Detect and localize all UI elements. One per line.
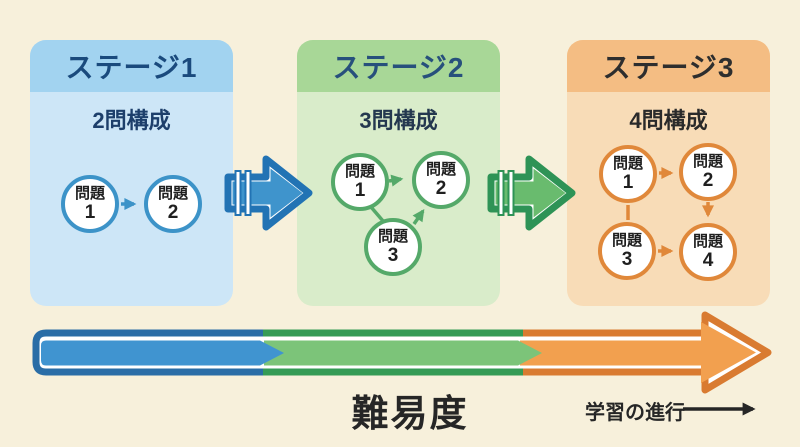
stage3-title: ステージ3 [602,52,735,83]
difficulty-bar-segment-blue [41,340,284,366]
problem-label: 問題 [74,185,105,202]
problem-label: 問題 [344,163,375,180]
difficulty-bar-segment-orange [520,322,756,383]
s3-problem1-node: 問題 1 [599,145,657,203]
problem-number: 2 [702,170,714,191]
stage3-subtitle: 4問構成 [629,108,708,133]
problem-label: 問題 [692,153,723,170]
difficulty-label: 難易度 [351,393,469,434]
problem-number: 2 [167,202,179,223]
s3-problem4-node: 問題 4 [679,223,737,281]
problem-number: 1 [84,202,96,223]
stage1-subtitle: 2問構成 [92,108,171,133]
stage2-header: ステージ2 [297,40,500,92]
stage1-title: ステージ1 [65,52,198,83]
problem-number: 3 [621,249,633,270]
problem-label: 問題 [425,161,456,178]
problem-number: 2 [435,178,447,199]
stage1-header: ステージ1 [30,40,233,92]
stage1-card: ステージ1 2問構成 [30,40,233,306]
problem-number: 3 [387,245,399,266]
problem-label: 問題 [157,185,188,202]
s2-problem1-node: 問題 1 [331,153,389,211]
difficulty-bar [32,311,772,394]
problem-number: 4 [702,250,714,271]
stage2-title: ステージ2 [332,52,465,83]
stage3-card: ステージ3 4問構成 [567,40,770,306]
s1-problem1-node: 問題 1 [61,175,119,233]
s3-problem2-node: 問題 2 [679,143,737,201]
s3-problem3-node: 問題 3 [598,222,656,280]
s2-problem2-node: 問題 2 [412,151,470,209]
problem-number: 1 [622,172,634,193]
s2-problem3-node: 問題 3 [364,218,422,276]
problem-label: 問題 [612,155,643,172]
stage3-header: ステージ3 [567,40,770,92]
stage2-subtitle: 3問構成 [359,108,438,133]
problem-label: 問題 [692,233,723,250]
s1-problem2-node: 問題 2 [144,175,202,233]
learning-progress-label: 学習の進行 [585,402,685,424]
stage2-to-stage3-arrow [487,155,576,231]
problem-label: 問題 [377,228,408,245]
problem-label: 問題 [611,232,642,249]
difficulty-bar-outline [32,311,772,394]
difficulty-bar-segment-green [264,340,542,366]
problem-number: 1 [354,180,366,201]
